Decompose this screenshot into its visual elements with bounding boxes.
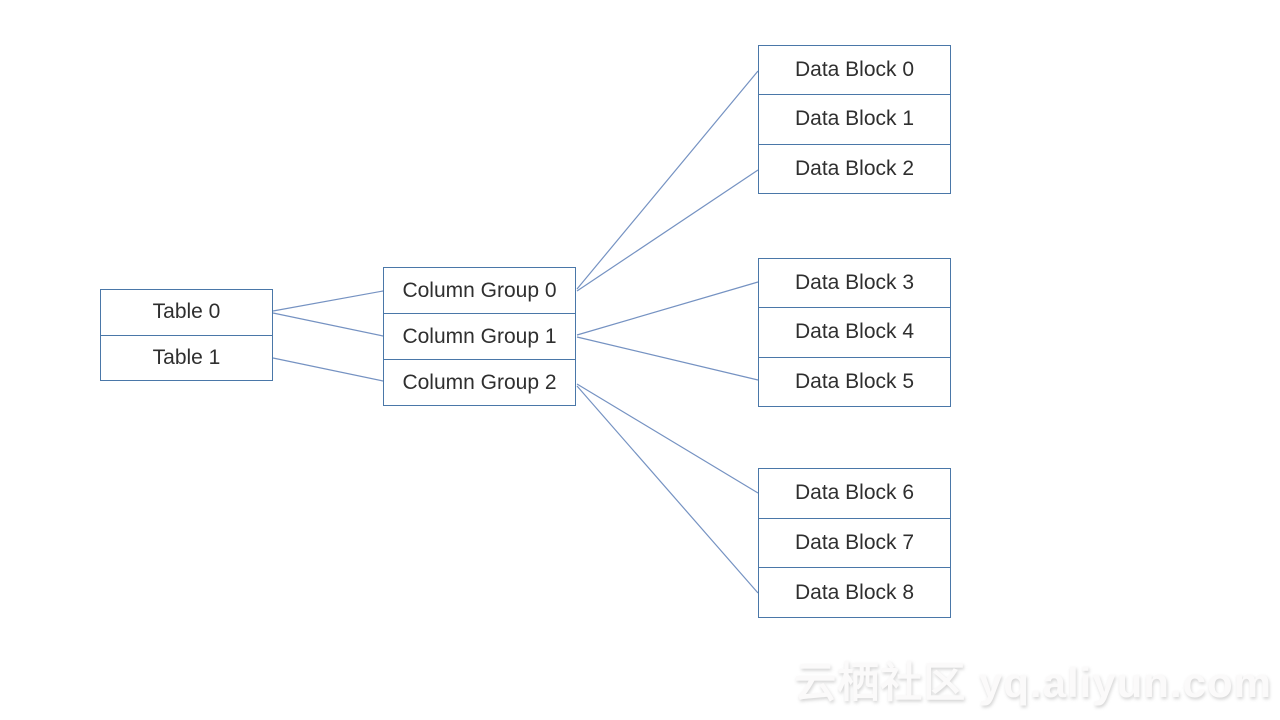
node-column-group-1: Column Group 1 [384, 313, 575, 359]
watermark-text: 云栖社区 yq.aliyun.com [794, 659, 1272, 706]
connector-columngroup0-datablock0 [576, 70, 759, 290]
connector-columngroup2-datablock6 [576, 383, 759, 494]
node-data-block-1: Data Block 1 [759, 94, 950, 143]
column-groups-box: Column Group 0 Column Group 1 Column Gro… [383, 267, 576, 406]
tables-box: Table 0 Table 1 [100, 289, 273, 381]
connector-columngroup1-datablock5 [576, 336, 759, 381]
node-column-group-0: Column Group 0 [384, 268, 575, 313]
node-label: Data Block 4 [794, 320, 915, 344]
node-label: Data Block 1 [794, 107, 915, 131]
node-label: Column Group 1 [402, 324, 557, 348]
data-blocks-box-2: Data Block 6 Data Block 7 Data Block 8 [758, 468, 951, 618]
node-label: Data Block 2 [794, 156, 915, 180]
connector-table1-columngroup2 [272, 357, 384, 382]
connector-columngroup1-datablock3 [576, 281, 759, 336]
data-blocks-box-1: Data Block 3 Data Block 4 Data Block 5 [758, 258, 951, 407]
node-data-block-0: Data Block 0 [759, 46, 950, 94]
node-data-block-6: Data Block 6 [759, 469, 950, 518]
node-data-block-2: Data Block 2 [759, 143, 950, 193]
node-data-block-4: Data Block 4 [759, 307, 950, 356]
node-data-block-8: Data Block 8 [759, 567, 950, 617]
node-label: Data Block 8 [794, 580, 915, 604]
node-table-0: Table 0 [101, 290, 272, 335]
connector-columngroup0-datablock2 [576, 169, 759, 292]
node-label: Data Block 5 [794, 369, 915, 393]
connector-columngroup2-datablock8 [576, 385, 759, 594]
node-data-block-3: Data Block 3 [759, 259, 950, 307]
node-label: Table 0 [152, 300, 221, 324]
node-data-block-7: Data Block 7 [759, 517, 950, 568]
node-label: Data Block 7 [794, 531, 915, 554]
node-label: Data Block 3 [794, 271, 915, 295]
node-label: Data Block 6 [794, 481, 915, 505]
node-label: Table 1 [152, 345, 221, 369]
node-label: Column Group 0 [402, 278, 557, 302]
node-column-group-2: Column Group 2 [384, 359, 575, 405]
node-label: Column Group 2 [402, 370, 557, 394]
node-table-1: Table 1 [101, 334, 272, 381]
connector-table0-columngroup1 [272, 312, 384, 337]
node-data-block-5: Data Block 5 [759, 356, 950, 406]
connector-table0-columngroup0 [272, 290, 384, 312]
node-label: Data Block 0 [794, 58, 915, 82]
data-blocks-box-0: Data Block 0 Data Block 1 Data Block 2 [758, 45, 951, 194]
